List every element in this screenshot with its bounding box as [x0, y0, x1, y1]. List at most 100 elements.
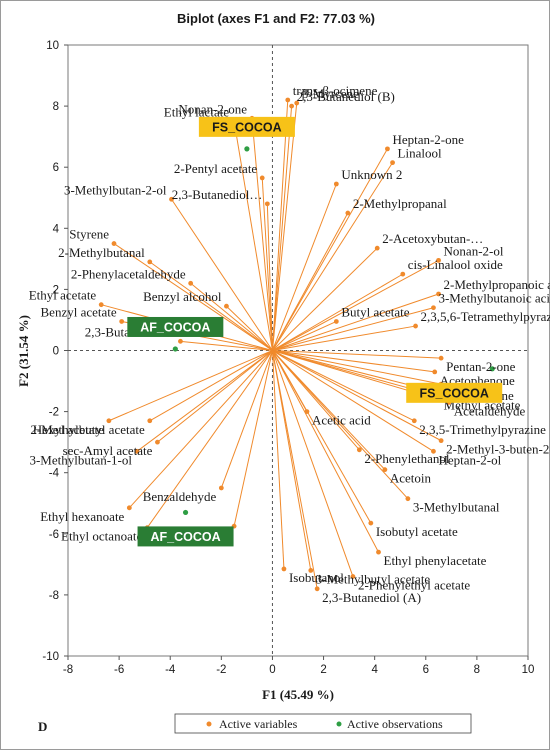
vector-2-3-butanediol-a [271, 350, 318, 589]
variable-point-2-methylbutyl-acetate [147, 418, 153, 424]
variable-point-heptan-2-ol [431, 448, 436, 454]
variable-label-ethyl-lactate: Ethyl lactate [164, 104, 230, 119]
x-tick-label: -8 [63, 664, 73, 676]
vector-acetophenone [272, 350, 435, 373]
vector-unknown-2 [271, 183, 337, 351]
variable-label-heptan-2-one: Heptan-2-one [392, 132, 464, 147]
variable-label-3-methylbutan-2-ol: 3-Methylbutan-2-ol [64, 182, 167, 197]
observation-label-box [127, 316, 224, 337]
variable-label-2-phenylethanol: 2-Phenylethanol [364, 451, 450, 466]
variable-point-2-3-butanediol-b [289, 103, 295, 109]
variable-label-acetaldehyde: Acetaldehyde [454, 403, 526, 418]
variable-label-2-3-butanediol-b: 2,3-Butanediol (B) [297, 89, 395, 104]
variable-label-acetic-acid: Acetic acid [312, 413, 371, 428]
vector-heptan-2-ol [272, 350, 434, 452]
observation-label-box [198, 116, 295, 137]
variable-point-unknown-2 [333, 181, 339, 187]
variable-label-isobutyl-acetate: Isobutyl acetate [376, 524, 458, 539]
panel-letter: D [38, 719, 47, 734]
y-tick-label: -8 [49, 590, 59, 602]
observation-label-box [406, 382, 503, 403]
vector-2-methylbutyl-acetate [149, 350, 273, 422]
observation-point-af-cocoa [172, 346, 178, 352]
variable-point-acetoin [382, 467, 388, 473]
variable-point-2-methylpropanal [345, 210, 351, 216]
observation-point-fs-cocoa [489, 366, 495, 372]
variable-label-linalool: Linalool [398, 146, 442, 161]
vector-2-phenylacetaldehyde [190, 282, 273, 351]
vector-myrcene [271, 102, 298, 351]
variable-point-3-methylbutanal [405, 496, 411, 502]
variable-point-2-acetoxybutan [374, 245, 380, 251]
variable-label-cis-linalool-oxide: cis-Linalool oxide [408, 257, 503, 272]
vector-2-3-butanediol [180, 340, 273, 351]
variable-label-ethyl-acetate: Ethyl acetate [29, 288, 97, 303]
variable-label-nonan-2-ol: Nonan-2-ol [444, 243, 504, 258]
vector-benzaldehyde [220, 350, 273, 489]
legend: Active variables Active observations [174, 713, 472, 734]
y-tick-label: 0 [53, 346, 59, 358]
observation-point-fs-cocoa [244, 146, 250, 152]
variable-point-2-phenylethanol [356, 447, 362, 453]
variable-point-linalool [390, 160, 395, 166]
observation-point-af-cocoa [182, 509, 189, 516]
x-tick-label: 0 [269, 664, 275, 676]
observation-label-text: AF_COCOA [150, 530, 220, 544]
variable-label-2-3-5-6-tetramethylpyrazine: 2,3,5,6-Tetramethylpyrazine [421, 309, 550, 324]
variable-label-3-methylbutanal: 3-Methylbutanal [413, 500, 500, 515]
y-tick-label: 4 [53, 223, 60, 235]
vector-nonan-2-ol [272, 259, 439, 351]
vector-2-3-5-6-tetramethylpyrazine [272, 325, 416, 351]
loading-vectors [101, 99, 449, 589]
vector-2-3-5-trimethylpyrazine [272, 350, 415, 422]
vector-ethyl-lactate [233, 121, 273, 351]
variable-label-pentan-2-one: Pentan-2-one [446, 359, 516, 374]
variable-label-2-phenylacetaldehyde: 2-Phenylacetaldehyde [71, 266, 186, 281]
vector-isobutanol [271, 350, 285, 569]
vector-2-pentyl-acetate [261, 177, 273, 351]
variable-point-3-methylbutan-2-ol [169, 196, 174, 202]
x-tick-label: 8 [474, 664, 480, 676]
x-tick-label: 4 [371, 664, 378, 676]
variable-point-3-methylbutyl-acetate [308, 568, 314, 573]
vector-butyl-acetate [272, 321, 337, 351]
variable-label-myrcene: β-Myrcene [302, 86, 359, 101]
variable-point-3-methylbutan-1-ol [134, 448, 140, 454]
vector-2-methylpropanoic-acid [272, 293, 439, 351]
observation-label-af-cocoa: AF_COCOA [137, 526, 234, 547]
y-tick-label: -6 [49, 529, 59, 541]
variable-label-ethyl-hexanoate: Ethyl hexanoate [40, 509, 124, 524]
variable-point-ethyl-acetate [98, 302, 104, 308]
x-tick-label: -6 [114, 664, 124, 676]
vector-ethanol [272, 350, 442, 385]
variable-label-sec-amyl-acetate: sec-Amyl acetate [63, 443, 153, 458]
variable-point-2-3-butanediol [264, 201, 270, 207]
variable-point-3-methylbutanoic-acid [431, 305, 436, 311]
observation-label-fs-cocoa: FS_COCOA [198, 116, 295, 137]
vector-2-3-butanediol [266, 203, 273, 351]
variable-point-sec-amyl-acetate [155, 439, 160, 445]
legend-variables-marker [206, 721, 212, 727]
vector-2-phenylethyl-acetate [271, 350, 354, 577]
variable-label-hexyl-acetate: Hexyl acetate [33, 422, 104, 437]
y-axis-title: F2 (31.54 %) [16, 315, 31, 387]
observation-label-text: FS_COCOA [419, 386, 488, 400]
vector-benzyl-alcohol [226, 305, 273, 351]
vector-3-methylbutanoic-acid [272, 307, 434, 351]
vector-3-methylbutan-2-ol [171, 198, 273, 351]
variable-point-benzyl-alcohol [224, 303, 229, 309]
vector-ethyl-phenylacetate [272, 350, 379, 553]
chart-title: Biplot (axes F1 and F2: 77.03 %) [177, 11, 375, 26]
variable-point-2-phenylethyl-acetate [350, 574, 356, 579]
variable-point-styrene [111, 241, 117, 246]
vector-2-acetoxybutan [272, 247, 378, 351]
variable-label-trans-ocimene: trans-β-ocimene [293, 83, 378, 98]
observation-label-fs-cocoa: FS_COCOA [406, 382, 503, 403]
observation-label-box [137, 526, 234, 547]
variable-point-butyl-acetate [333, 319, 339, 324]
vector-ethyl-octanoate [146, 350, 273, 528]
variable-label-heptan-2-ol: Heptan-2-ol [438, 452, 501, 467]
observation-label-af-cocoa: AF_COCOA [127, 316, 224, 337]
variable-point-nonan-2-ol [436, 257, 441, 263]
